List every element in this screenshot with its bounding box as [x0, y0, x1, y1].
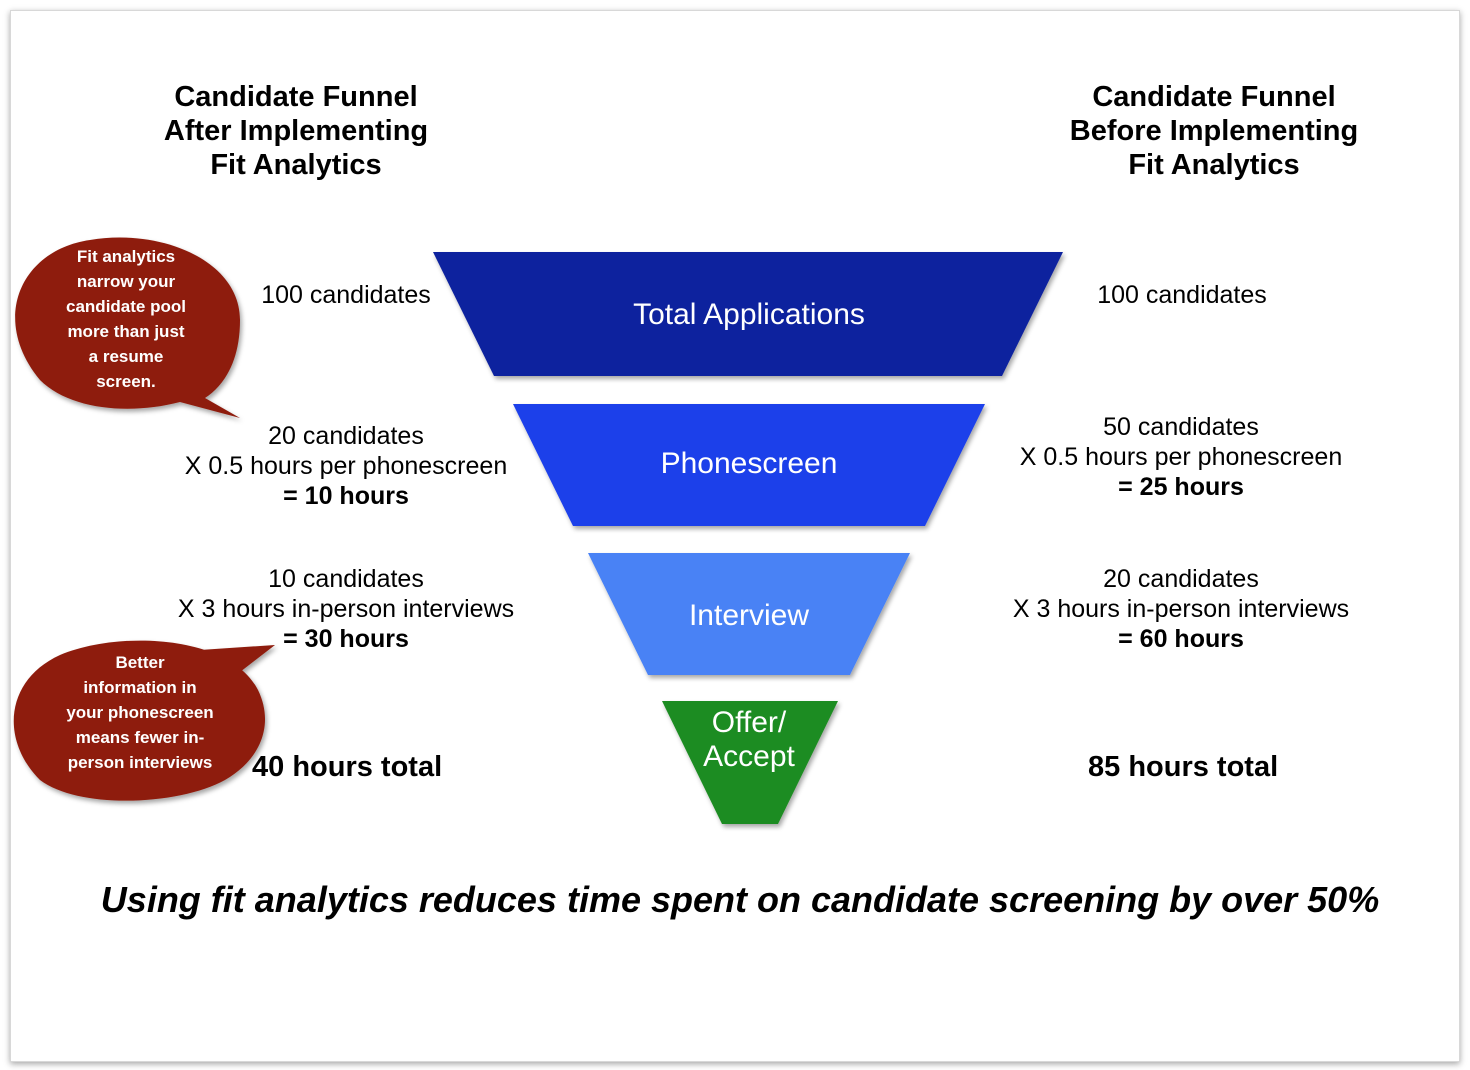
- after-hours-total: 40 hours total: [252, 751, 443, 783]
- callout-line: screen.: [96, 372, 156, 391]
- calc-count: 10 candidates: [268, 565, 424, 593]
- left-heading-line: Candidate Funnel: [174, 81, 418, 113]
- before-phonescreen-calc: 50 candidates X 0.5 hours per phonescree…: [981, 412, 1381, 502]
- stage-label-line: Offer/: [711, 706, 787, 739]
- callout-line: more than just: [67, 322, 185, 341]
- calc-rate: X 0.5 hours per phonescreen: [1019, 443, 1343, 471]
- calc-count: 50 candidates: [1103, 413, 1259, 441]
- stage-offer-accept: [662, 701, 838, 824]
- calc-count: 20 candidates: [268, 422, 424, 450]
- calc-rate: X 3 hours in-person interviews: [1012, 595, 1350, 623]
- callout-text-2: Better information in your phonescreen m…: [40, 650, 240, 775]
- stage-label-phonescreen: Phonescreen: [660, 447, 838, 480]
- left-heading-line: Fit Analytics: [210, 149, 382, 181]
- right-heading-line: Fit Analytics: [1128, 149, 1300, 181]
- callout-line: Fit analytics: [76, 247, 176, 266]
- calc-result: = 60 hours: [1118, 625, 1244, 653]
- callout-line: information in: [83, 678, 197, 697]
- after-interview-calc: 10 candidates X 3 hours in-person interv…: [146, 564, 546, 654]
- slide: [10, 10, 1460, 1062]
- callout-bubble-2: [13, 640, 275, 801]
- conclusion-text: Using fit analytics reduces time spent o…: [100, 879, 1380, 920]
- calc-result: = 30 hours: [283, 625, 409, 653]
- callout-line: candidate pool: [66, 297, 186, 316]
- calc-result: = 25 hours: [1118, 473, 1244, 501]
- callout-line: a resume: [88, 347, 164, 366]
- calc-rate: X 0.5 hours per phonescreen: [184, 452, 508, 480]
- stage-total-applications: [433, 252, 1063, 376]
- stage-label-offer-accept: Offer/ Accept: [649, 706, 849, 774]
- callout-line: person interviews: [67, 753, 213, 772]
- callout-line: Better: [115, 653, 165, 672]
- right-heading-line: Candidate Funnel: [1092, 81, 1336, 113]
- callout-line: narrow your: [76, 272, 176, 291]
- left-heading: Candidate Funnel After Implementing Fit …: [96, 80, 496, 182]
- stage-label-interview: Interview: [688, 599, 810, 632]
- callout-line: means fewer in-: [75, 728, 205, 747]
- after-total-apps: 100 candidates: [261, 281, 431, 309]
- after-phonescreen-calc: 20 candidates X 0.5 hours per phonescree…: [146, 421, 546, 511]
- stage-label-total-applications: Total Applications: [633, 298, 865, 331]
- right-heading-line: Before Implementing: [1069, 115, 1359, 147]
- stage-interview: [588, 553, 910, 675]
- before-hours-total: 85 hours total: [1088, 751, 1279, 783]
- callout-line: your phonescreen: [66, 703, 214, 722]
- calc-count: 20 candidates: [1103, 565, 1259, 593]
- calc-rate: X 3 hours in-person interviews: [177, 595, 515, 623]
- right-heading: Candidate Funnel Before Implementing Fit…: [1014, 80, 1414, 182]
- callout-text-1: Fit analytics narrow your candidate pool…: [36, 244, 216, 394]
- before-total-apps: 100 candidates: [1097, 281, 1267, 309]
- callout-bubble-1: [15, 237, 241, 418]
- stage-phonescreen: [513, 404, 985, 526]
- before-interview-calc: 20 candidates X 3 hours in-person interv…: [981, 564, 1381, 654]
- left-heading-line: After Implementing: [163, 115, 429, 147]
- calc-result: = 10 hours: [283, 482, 409, 510]
- stage-label-line: Accept: [703, 740, 795, 773]
